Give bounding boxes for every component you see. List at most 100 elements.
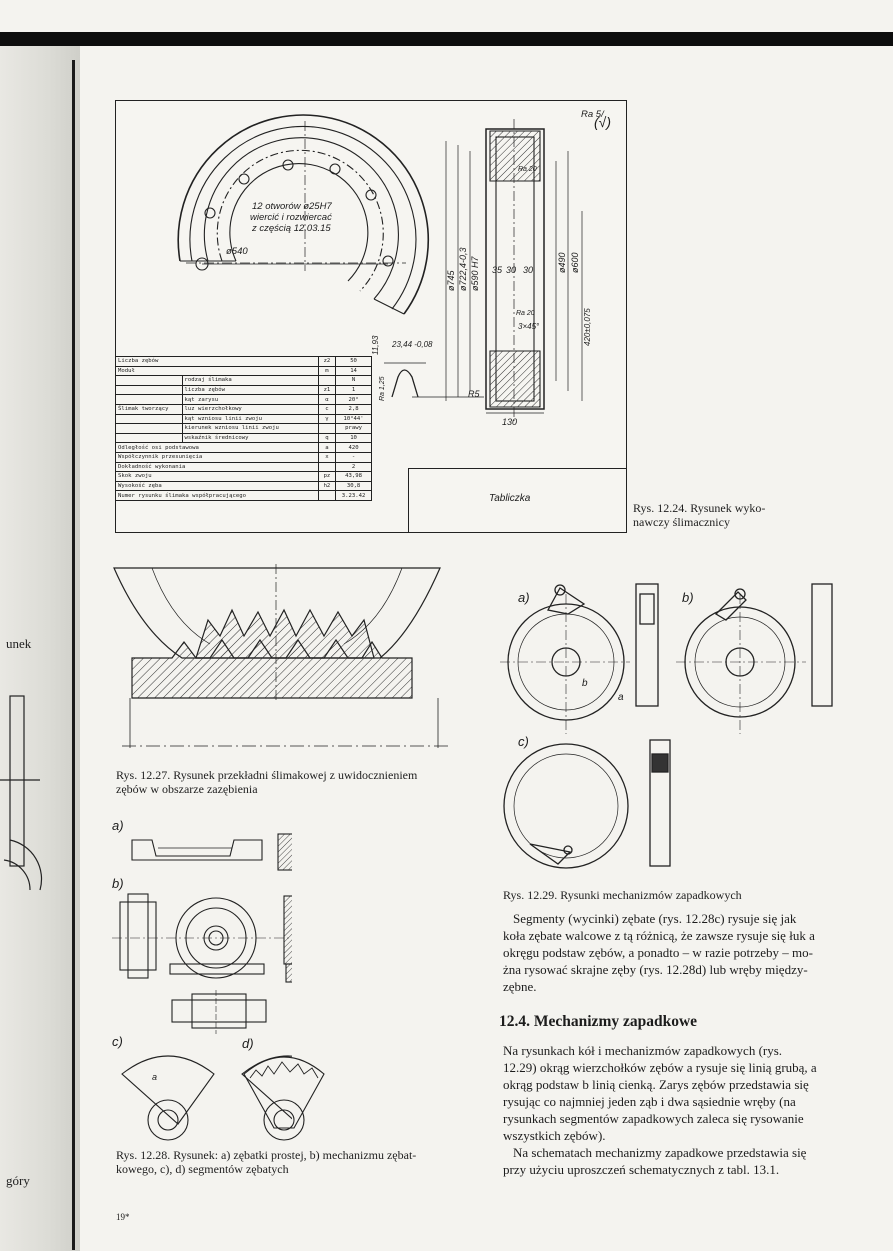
spec-val-cell: 420 bbox=[335, 442, 372, 453]
spec-group-cell bbox=[115, 432, 183, 444]
spec-sym-cell: a bbox=[317, 442, 337, 453]
caption-12-28-line2: kowego, c), d) segmentów zębatych bbox=[116, 1162, 289, 1176]
previous-page-drawing-fragment bbox=[0, 695, 43, 891]
worm-wheel-drawing: 12 otworów ø25H7 wiercić i rozwiercać z … bbox=[177, 109, 611, 427]
spec-sym-cell bbox=[317, 490, 337, 501]
dim-30b: 30 bbox=[523, 265, 533, 275]
para2-line3: okrąg podstaw b linią cienką. Zarys zębó… bbox=[503, 1077, 809, 1092]
dim-30a: 30 bbox=[506, 265, 516, 275]
page-number: 19* bbox=[116, 1212, 130, 1222]
ratchet-mechanism-drawings: a) b) c) b a bbox=[500, 583, 833, 869]
spec-val-cell: prawy bbox=[335, 423, 372, 434]
spec-group-cell bbox=[115, 423, 183, 434]
note-line-1: 12 otworów ø25H7 bbox=[252, 201, 332, 212]
spec-sub-cell: wskaźnik średnicowy bbox=[181, 432, 319, 444]
tooth-dim: 23,44 -0,08 bbox=[391, 340, 433, 349]
fig-12-28-label-a: a) bbox=[112, 818, 124, 833]
spec-sym-cell: c bbox=[317, 403, 337, 415]
ra20-label: Ra 20 bbox=[518, 166, 537, 173]
spec-val-cell: 50 bbox=[335, 356, 372, 367]
margin-fragment-gory: góry bbox=[6, 1173, 30, 1188]
fig-12-28-label-b: b) bbox=[112, 876, 124, 891]
dim-7224: ø722,4-0,3 bbox=[458, 247, 468, 291]
spec-val-cell: 30,8 bbox=[335, 480, 372, 492]
spec-sym-cell: pz bbox=[317, 471, 337, 482]
spec-sym-cell: q bbox=[317, 432, 337, 444]
para3-line2: przy użyciu uproszczeń schematycznych z … bbox=[503, 1162, 780, 1177]
segment-d-drawing: d) bbox=[242, 1036, 325, 1141]
spec-group-cell bbox=[115, 413, 183, 425]
spec-sym-cell: h2 bbox=[317, 480, 337, 492]
paragraph-segments: Segmenty (wycinki) zębate (rys. 12.28c) … bbox=[503, 910, 846, 995]
fig-12-28-label-c: c) bbox=[112, 1034, 123, 1049]
caption-12-24-line2: nawczy ślimacznicy bbox=[633, 515, 730, 529]
width-130: 130 bbox=[502, 417, 517, 427]
caption-12-24: Rys. 12.24. Rysunek wyko- nawczy ślimacz… bbox=[633, 501, 853, 529]
para2-line4: rysując co najmniej jeden ząb i dwa sąsi… bbox=[503, 1094, 796, 1109]
para1-line2: koła zębate walcowe z tą różnicą, że zaw… bbox=[503, 928, 815, 943]
caption-12-27: Rys. 12.27. Rysunek przekładni ślimakowe… bbox=[116, 768, 461, 796]
spec-val-cell: 43,98 bbox=[335, 471, 372, 482]
dim-490: ø490 bbox=[557, 252, 567, 273]
fig-12-29-pointer-a: a bbox=[618, 692, 624, 703]
caption-12-27-line2: zębów w obszarze zazębienia bbox=[116, 782, 258, 796]
dim-35: 35 bbox=[492, 265, 503, 275]
dim-600: ø600 bbox=[570, 252, 580, 273]
spec-val-cell: - bbox=[335, 451, 372, 463]
spec-sym-cell: z2 bbox=[317, 356, 337, 367]
ra125-label: Ra 1,25 bbox=[379, 376, 386, 401]
spec-val-cell: N bbox=[335, 375, 372, 386]
spec-sub-cell: kąt wzniosu linii zwoju bbox=[181, 413, 319, 425]
spec-sym-cell bbox=[317, 423, 337, 434]
worm-gear-mesh-drawing bbox=[113, 564, 448, 748]
para1-line4: żna rysować skrajne zęby (rys. 12.28d) l… bbox=[503, 962, 808, 977]
title-block-label: Tabliczka bbox=[489, 493, 531, 504]
spec-group-cell: Skok zwoju bbox=[115, 471, 319, 482]
para3-line1: Na schematach mechanizmy zapadkowe przed… bbox=[513, 1145, 807, 1160]
spec-val-cell: 3.23.42 bbox=[335, 490, 372, 501]
tooth-height: 11,93 bbox=[371, 335, 380, 355]
dim-745: ø745 bbox=[446, 269, 456, 291]
section-heading: 12.4. Mechanizmy zapadkowe bbox=[499, 1013, 698, 1030]
fig-12-29-label-a: a) bbox=[518, 590, 530, 605]
spec-sym-cell: x bbox=[317, 451, 337, 463]
scan-top-bar bbox=[0, 32, 893, 46]
dim-540: ø540 bbox=[226, 246, 248, 257]
chamfer-dim: 3×45° bbox=[518, 322, 540, 331]
fig-12-29-label-c: c) bbox=[518, 734, 529, 749]
spec-group-cell bbox=[115, 384, 183, 396]
caption-12-28-line1: Rys. 12.28. Rysunek: a) zębatki prostej,… bbox=[116, 1148, 417, 1162]
spec-sym-cell bbox=[317, 461, 337, 473]
para2-line6: wszystkich zębów). bbox=[503, 1128, 606, 1143]
spec-val-cell: 10°44' bbox=[335, 413, 372, 425]
paragraph-ratchets: Na rysunkach kół i mechanizmów zapadkowy… bbox=[503, 1042, 846, 1178]
previous-page-gutter bbox=[0, 46, 80, 1251]
caption-12-28: Rys. 12.28. Rysunek: a) zębatki prostej,… bbox=[116, 1148, 476, 1176]
spec-group-cell: Wysokość zęba bbox=[115, 480, 319, 492]
fig-12-28-segment-a: a bbox=[152, 1072, 157, 1082]
spec-val-cell: 20° bbox=[335, 394, 372, 405]
para1-line3: okręgu podstaw zębów, a ponadto – w razi… bbox=[503, 945, 813, 960]
spec-val-cell: 2,8 bbox=[335, 403, 372, 415]
margin-fragment-unek: unek bbox=[6, 636, 32, 651]
para2-line2: 12.29) okrąg wierzchołków zębów a rysuje… bbox=[503, 1060, 817, 1075]
spec-sub-cell: rodzaj ślimaka bbox=[181, 375, 319, 386]
caption-12-24-line1: Rys. 12.24. Rysunek wyko- bbox=[633, 501, 766, 515]
caption-12-27-line1: Rys. 12.27. Rysunek przekładni ślimakowe… bbox=[116, 768, 418, 782]
fig-12-29-label-b: b) bbox=[682, 590, 694, 605]
ra20b-label: Ra 20 bbox=[516, 310, 535, 317]
para1-line5: zębne. bbox=[503, 979, 537, 994]
fig-12-29-pointer-b: b bbox=[582, 678, 588, 689]
